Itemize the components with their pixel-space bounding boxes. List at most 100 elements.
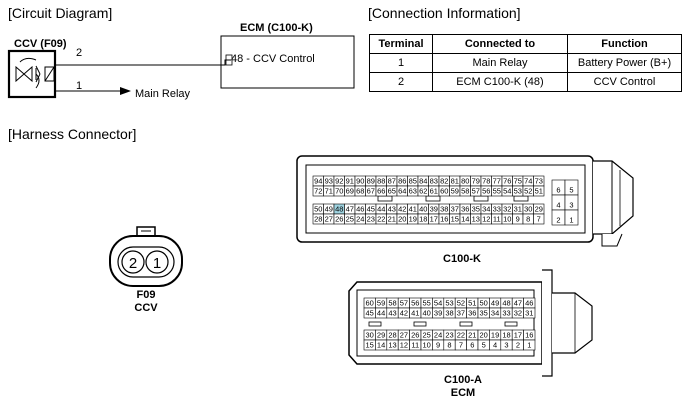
pin-label: 22 bbox=[377, 215, 385, 224]
ecm-box bbox=[220, 35, 355, 89]
wire-pin-1-label: 1 bbox=[76, 80, 83, 92]
pin-label: 82 bbox=[440, 177, 448, 186]
pin-label: 79 bbox=[472, 177, 480, 186]
pin-label: 40 bbox=[423, 309, 431, 318]
pin-label: 10 bbox=[503, 215, 511, 224]
pin-label: 5 bbox=[482, 341, 486, 350]
pin-label: 31 bbox=[514, 205, 522, 214]
pin-label: 37 bbox=[451, 205, 459, 214]
pin-label: 42 bbox=[400, 309, 408, 318]
pin-label: 1 bbox=[527, 341, 531, 350]
pin-label: 13 bbox=[388, 341, 396, 350]
pin-label: 43 bbox=[388, 309, 396, 318]
pin-label: 17 bbox=[514, 331, 522, 340]
pin-label: 39 bbox=[430, 205, 438, 214]
pin-label: 4 bbox=[556, 201, 560, 210]
pin-label: 28 bbox=[388, 331, 396, 340]
pin-label: 11 bbox=[411, 341, 419, 350]
ecm-pin-marker bbox=[225, 54, 233, 66]
pin-label: 87 bbox=[388, 177, 396, 186]
pin-label: 44 bbox=[377, 205, 385, 214]
ccv-valve-symbol bbox=[15, 57, 55, 89]
pin-label: 26 bbox=[411, 331, 419, 340]
pin-label: 15 bbox=[451, 215, 459, 224]
pin-label: 28 bbox=[314, 215, 322, 224]
pin-label: 16 bbox=[525, 331, 533, 340]
pin-label: 60 bbox=[366, 299, 374, 308]
pin-label: 12 bbox=[482, 215, 490, 224]
pin-label: 41 bbox=[411, 309, 419, 318]
pin-label: 59 bbox=[377, 299, 385, 308]
pin-label: 56 bbox=[482, 187, 490, 196]
f09-connector bbox=[109, 226, 183, 287]
pin-label: 76 bbox=[503, 177, 511, 186]
c100k-name: C100-K bbox=[443, 253, 481, 265]
table-cell: CCV Control bbox=[567, 72, 682, 92]
pin-label: 94 bbox=[314, 177, 322, 186]
pin-label: 63 bbox=[409, 187, 417, 196]
pin-label: 37 bbox=[457, 309, 465, 318]
pin-label: 20 bbox=[398, 215, 406, 224]
pin-label: 61 bbox=[430, 187, 438, 196]
pin-label: 11 bbox=[493, 215, 501, 224]
pin-label: 38 bbox=[440, 205, 448, 214]
pin-label: 19 bbox=[491, 331, 499, 340]
pin-label: 57 bbox=[472, 187, 480, 196]
pin-label: 18 bbox=[502, 331, 510, 340]
pin-label: 78 bbox=[482, 177, 490, 186]
pin-label: 77 bbox=[493, 177, 501, 186]
pin-label: 51 bbox=[535, 187, 543, 196]
pin-label: 74 bbox=[524, 177, 532, 186]
pin-label: 91 bbox=[346, 177, 354, 186]
pin-label: 47 bbox=[514, 299, 522, 308]
pin-label: 66 bbox=[377, 187, 385, 196]
pin-label: 29 bbox=[377, 331, 385, 340]
pin-label: 45 bbox=[366, 309, 374, 318]
pin-label: 6 bbox=[470, 341, 474, 350]
table-cell: ECM C100-K (48) bbox=[432, 72, 568, 92]
pin-label: 4 bbox=[493, 341, 497, 350]
pin-label: 9 bbox=[436, 341, 440, 350]
pin-label: 46 bbox=[525, 299, 533, 308]
pin-label: 85 bbox=[409, 177, 417, 186]
pin-label: 33 bbox=[502, 309, 510, 318]
pin-label: 24 bbox=[434, 331, 442, 340]
pin-label: 67 bbox=[367, 187, 375, 196]
pin-label: 24 bbox=[356, 215, 364, 224]
pin-label: 16 bbox=[440, 215, 448, 224]
pin-label: 32 bbox=[514, 309, 522, 318]
pin-label: 64 bbox=[398, 187, 406, 196]
pin-label: 68 bbox=[356, 187, 364, 196]
arrow-icon bbox=[120, 87, 131, 95]
f09-pin: 2 bbox=[129, 255, 137, 272]
pin-cell bbox=[533, 185, 545, 197]
pin-label: 48 bbox=[502, 299, 510, 308]
pin-label: 5 bbox=[569, 186, 573, 195]
pin-label: 41 bbox=[409, 205, 417, 214]
pin-label: 75 bbox=[514, 177, 522, 186]
pin-label: 65 bbox=[388, 187, 396, 196]
pin-label: 18 bbox=[419, 215, 427, 224]
pin-label: 13 bbox=[472, 215, 480, 224]
table-row: 2 ECM C100-K (48) CCV Control bbox=[369, 72, 682, 92]
wire-pin-2 bbox=[55, 59, 231, 66]
pin-label: 36 bbox=[468, 309, 476, 318]
pin-label: 60 bbox=[440, 187, 448, 196]
table-cell: Battery Power (B+) bbox=[567, 53, 682, 73]
pin-label: 42 bbox=[398, 205, 406, 214]
ecm-label: ECM (C100-K) bbox=[240, 22, 313, 34]
pin-label: 2 bbox=[516, 341, 520, 350]
pin-label: 45 bbox=[367, 205, 375, 214]
pin-label: 73 bbox=[535, 177, 543, 186]
pin-label: 38 bbox=[445, 309, 453, 318]
pin-label: 35 bbox=[480, 309, 488, 318]
pin-label: 49 bbox=[325, 205, 333, 214]
pin-label: 51 bbox=[468, 299, 476, 308]
pin-label: 50 bbox=[480, 299, 488, 308]
pin-label: 69 bbox=[346, 187, 354, 196]
pin-label: 25 bbox=[346, 215, 354, 224]
pin-label: 14 bbox=[461, 215, 469, 224]
pin-label: 21 bbox=[468, 331, 476, 340]
